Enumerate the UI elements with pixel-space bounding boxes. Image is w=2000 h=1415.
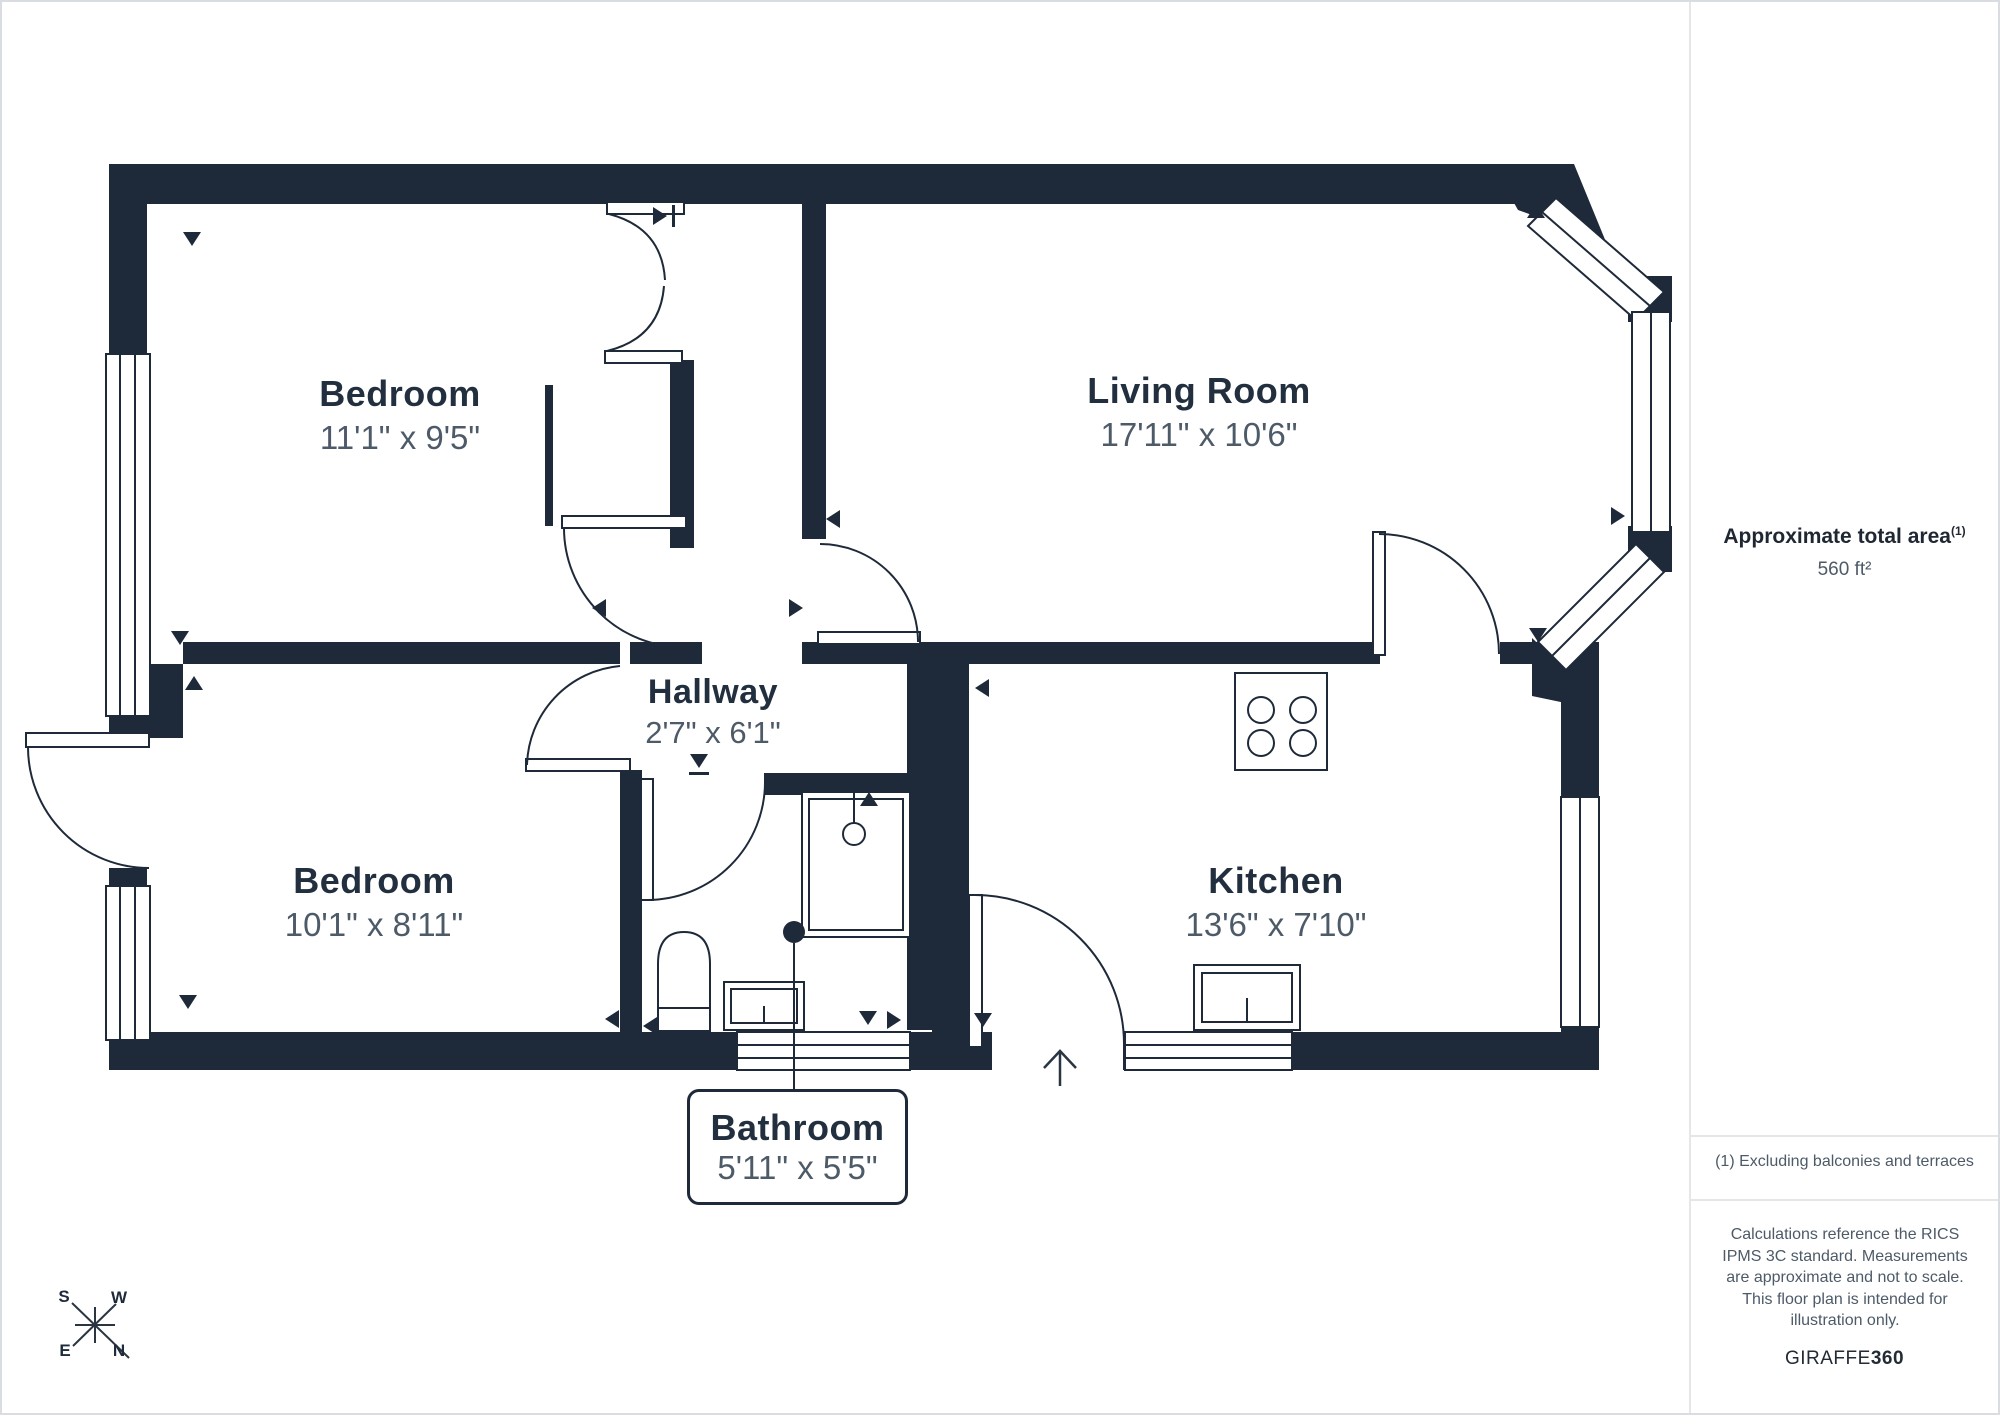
sidebar-divider-top bbox=[1691, 1135, 1998, 1137]
room-dims: 2'7" x 6'1" bbox=[645, 715, 781, 750]
sidebar-divider bbox=[1689, 2, 1691, 1413]
brand-bold: 360 bbox=[1870, 1348, 1905, 1369]
doors bbox=[25, 201, 1500, 1048]
wall-markers bbox=[171, 204, 1625, 1035]
compass-icon bbox=[71, 1302, 130, 1359]
room-label-living-room: Living Room 17'11" x 10'6" bbox=[1087, 368, 1311, 456]
bathroom-callout: Bathroom 5'11" x 5'5" bbox=[687, 1089, 908, 1205]
room-dims: 11'1" x 9'5" bbox=[319, 419, 481, 456]
area-title: Approximate total area(1) bbox=[1689, 524, 1998, 549]
room-label-hallway: Hallway 2'7" x 6'1" bbox=[645, 671, 781, 753]
sidebar-footnote: (1) Excluding balconies and terraces bbox=[1715, 1153, 1974, 1170]
room-name: Hallway bbox=[647, 673, 779, 711]
kitchen-sink-icon bbox=[1193, 964, 1301, 1031]
windows bbox=[105, 196, 1671, 1071]
toilet-icon bbox=[657, 930, 711, 1032]
bathroom-sink-icon bbox=[723, 981, 805, 1031]
room-label-kitchen: Kitchen 13'6" x 7'10" bbox=[1186, 858, 1367, 946]
brand-logo: GIRAFFE360 bbox=[1689, 1348, 1998, 1370]
sidebar-disclaimer: Calculations reference the RICS IPMS 3C … bbox=[1722, 1226, 1968, 1329]
room-name: Living Room bbox=[1087, 370, 1311, 411]
shower-icon bbox=[801, 782, 911, 938]
sidebar-area-block: Approximate total area(1) 560 ft² bbox=[1689, 524, 1998, 581]
brand-regular: GIRAFFE bbox=[1784, 1348, 1871, 1369]
sidebar-divider-bottom bbox=[1691, 1199, 1998, 1201]
compass-south: S bbox=[58, 1287, 70, 1306]
stove-icon bbox=[1234, 672, 1328, 771]
room-label-bedroom-2: Bedroom 10'1" x 8'11" bbox=[285, 858, 464, 946]
room-name: Bathroom bbox=[710, 1107, 885, 1148]
room-dims: 5'11" x 5'5" bbox=[717, 1149, 878, 1186]
room-name: Bedroom bbox=[319, 373, 481, 414]
area-value: 560 ft² bbox=[1817, 559, 1872, 580]
room-name: Kitchen bbox=[1208, 860, 1344, 901]
area-title-text: Approximate total area bbox=[1723, 525, 1951, 548]
bathroom-leader bbox=[783, 921, 805, 1089]
room-dims: 10'1" x 8'11" bbox=[284, 906, 464, 943]
compass-west: W bbox=[110, 1288, 128, 1307]
room-dims: 13'6" x 7'10" bbox=[1185, 906, 1367, 943]
room-label-bedroom-1: Bedroom 11'1" x 9'5" bbox=[319, 371, 481, 459]
room-name: Bedroom bbox=[293, 860, 455, 901]
fixtures bbox=[657, 672, 1328, 1032]
area-title-superscript: (1) bbox=[1950, 524, 1966, 538]
compass-east: E bbox=[59, 1341, 71, 1360]
room-dims: 17'11" x 10'6" bbox=[1100, 416, 1298, 453]
compass-north: N bbox=[112, 1341, 126, 1360]
entrance-arrow-icon bbox=[1043, 1049, 1077, 1086]
